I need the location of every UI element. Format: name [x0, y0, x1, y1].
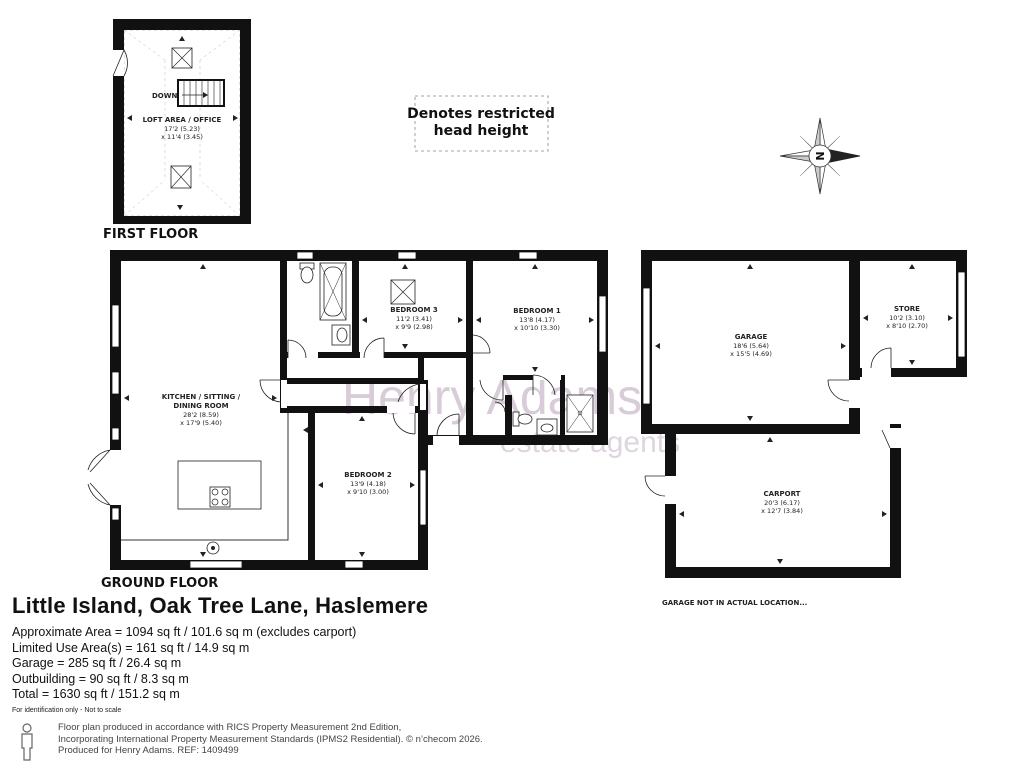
- ground-floor-label: GROUND FLOOR: [101, 576, 218, 591]
- skylight-ground: [390, 279, 416, 305]
- skylight-top: [171, 47, 193, 69]
- room-name-bedroom3: BEDROOM 3: [390, 306, 438, 314]
- stairs-down-label: DOWN: [152, 92, 177, 100]
- room-dim-store-1: 10'2 (3.10): [889, 314, 925, 322]
- legend-text-line1: Denotes restricted: [407, 106, 555, 122]
- room-dim-bedroom3-1: 11'2 (3.41): [396, 315, 432, 323]
- toilet-ensuite: [512, 411, 533, 427]
- restricted-head-height-legend: Denotes restricted head height: [407, 95, 555, 152]
- room-name-carport: CARPORT: [764, 490, 801, 498]
- room-dim-bedroom3-2: x 9'9 (2.98): [395, 323, 433, 331]
- shower: [566, 394, 594, 433]
- room-dim-kitchen-2: x 17'9 (5.40): [180, 419, 222, 427]
- room-dim-bedroom2-1: 13'9 (4.18): [350, 480, 386, 488]
- property-title: Little Island, Oak Tree Lane, Haslemere: [12, 593, 429, 618]
- bathtub: [319, 262, 347, 321]
- toilet-main: [299, 262, 315, 284]
- stat-approx-area: Approximate Area = 1094 sq ft / 101.6 sq…: [12, 625, 357, 639]
- stat-total-area: Total = 1630 sq ft / 151.2 sq m: [12, 687, 180, 701]
- ground-floor-plan: KITCHEN / SITTING / DINING ROOM 28'2 (8.…: [87, 250, 608, 591]
- hob: [209, 486, 231, 508]
- room-dim-loft-2: x 11'4 (3.45): [161, 133, 203, 141]
- sink: [206, 541, 220, 555]
- property-info: Little Island, Oak Tree Lane, Haslemere …: [12, 593, 652, 714]
- first-floor-plan: DOWN LOFT AREA / OFFICE 17'2 (5.23) x 11…: [103, 19, 251, 242]
- footer: Floor plan produced in accordance with R…: [14, 722, 614, 762]
- person-scale-icon: [14, 722, 40, 762]
- room-name-loft: LOFT AREA / OFFICE: [143, 116, 222, 124]
- room-dim-carport-1: 20'3 (6.17): [764, 499, 800, 507]
- room-dim-carport-2: x 12'7 (3.84): [761, 507, 803, 515]
- skylight-bottom: [170, 165, 192, 189]
- room-dim-garage-1: 18'6 (5.64): [733, 342, 769, 350]
- room-dim-bedroom2-2: x 9'10 (3.00): [347, 488, 389, 496]
- compass-north-label: N: [814, 151, 827, 160]
- room-name-bedroom1: BEDROOM 1: [513, 307, 561, 315]
- room-dim-store-2: x 8'10 (2.70): [886, 322, 928, 330]
- room-dim-kitchen-1: 28'2 (8.59): [183, 411, 219, 419]
- room-name-garage: GARAGE: [735, 333, 768, 341]
- room-dim-loft-1: 17'2 (5.23): [164, 125, 200, 133]
- disclaimer: For identification only - Not to scale: [12, 706, 122, 714]
- legend-text-line2: head height: [434, 123, 529, 139]
- room-dim-garage-2: x 15'5 (4.69): [730, 350, 772, 358]
- room-name-kitchen-line2: DINING ROOM: [173, 402, 228, 410]
- first-floor-label: FIRST FLOOR: [103, 227, 198, 242]
- outbuildings-plan: GARAGE 18'6 (5.64) x 15'5 (4.69) STORE 1…: [641, 250, 967, 607]
- basin-main: [331, 324, 351, 346]
- room-name-store: STORE: [894, 305, 920, 313]
- stat-limited-use-area: Limited Use Area(s) = 161 sq ft / 14.9 s…: [12, 640, 250, 655]
- footer-line2: Incorporating International Property Mea…: [58, 733, 483, 745]
- room-name-bedroom2: BEDROOM 2: [344, 471, 392, 479]
- stat-garage-area: Garage = 285 sq ft / 26.4 sq m: [12, 656, 182, 670]
- footer-line3: Produced for Henry Adams. REF: 1409499: [58, 745, 239, 756]
- room-name-kitchen-line1: KITCHEN / SITTING /: [162, 393, 241, 401]
- staircase: [177, 79, 225, 107]
- compass-rose: N: [779, 117, 861, 195]
- basin-ensuite: [536, 418, 558, 436]
- room-dim-bedroom1-2: x 10'10 (3.30): [514, 324, 560, 332]
- footer-line1: Floor plan produced in accordance with R…: [58, 722, 402, 733]
- stat-outbuilding-area: Outbuilding = 90 sq ft / 8.3 sq m: [12, 671, 189, 686]
- room-dim-bedroom1-1: 13'8 (4.17): [519, 316, 555, 324]
- garage-location-note: GARAGE NOT IN ACTUAL LOCATION...: [662, 599, 807, 607]
